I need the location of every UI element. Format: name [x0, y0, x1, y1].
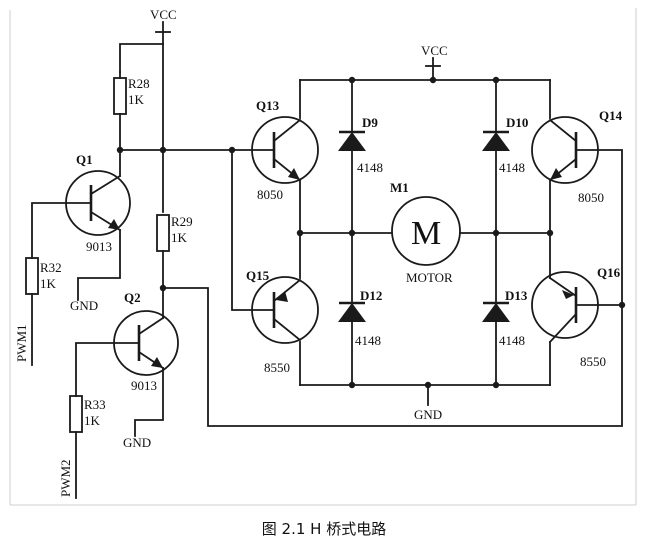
resistor-r29: R29 1K: [156, 214, 193, 289]
junction-top-vcc: [429, 76, 437, 84]
d12-ref: D12: [360, 288, 382, 303]
motor-symbol: M: [411, 215, 441, 252]
wire-vcc-r28: [119, 43, 164, 73]
q13-part: 8050: [257, 187, 283, 202]
transistor-q1: Q1 9013: [31, 149, 131, 301]
r33-ref: R33: [84, 397, 106, 412]
r32-ref: R32: [40, 260, 62, 275]
vcc-left-symbol: VCC: [150, 7, 177, 45]
junction-q14-q16-base: [618, 301, 626, 309]
q16-part: 8550: [580, 354, 606, 369]
r29-value: 1K: [171, 230, 188, 245]
wire-r29-to-q16: [162, 287, 623, 427]
q15-part: 8550: [264, 360, 290, 375]
diode-d9: D9 4148: [338, 79, 383, 234]
resistor-r28: R28 1K: [113, 71, 150, 151]
motor-m1: M M1 MOTOR: [390, 180, 461, 285]
resistor-r33: R33 1K: [69, 395, 106, 499]
motor-ref: M1: [390, 180, 409, 195]
d9-part: 4148: [357, 160, 383, 175]
gnd-q1-label: GND: [70, 298, 98, 313]
d10-ref: D10: [506, 115, 528, 130]
pwm1-label: PWM1: [14, 324, 29, 362]
q13-ref: Q13: [256, 98, 280, 113]
r33-value: 1K: [84, 413, 101, 428]
figure-caption: 图 2.1 H 桥式电路: [262, 520, 386, 538]
q2-ref: Q2: [124, 290, 141, 305]
diode-d13: D13 4148: [482, 232, 528, 386]
transistor-q16: Q16 8550: [531, 265, 623, 369]
r32-value: 1K: [40, 276, 57, 291]
gnd-bridge-label: GND: [414, 407, 442, 422]
transistor-q14: Q14 8050: [531, 108, 623, 306]
motor-label: MOTOR: [406, 270, 453, 285]
r28-value: 1K: [128, 92, 145, 107]
q1-part: 9013: [86, 239, 112, 254]
q1-ref: Q1: [76, 152, 93, 167]
junction-vcc-cross: [159, 146, 167, 154]
d10-part: 4148: [499, 160, 525, 175]
vcc-bridge-symbol: VCC: [421, 43, 448, 81]
transistor-q15: Q15 8550: [246, 268, 319, 375]
pwm2-label: PWM2: [58, 459, 73, 497]
d12-part: 4148: [355, 333, 381, 348]
d13-ref: D13: [505, 288, 528, 303]
diode-d12: D12 4148: [338, 232, 382, 386]
q15-ref: Q15: [246, 268, 270, 283]
q14-part: 8050: [578, 190, 604, 205]
q16-ref: Q16: [597, 265, 621, 280]
transistor-q13: Q13 8050: [231, 98, 319, 202]
vcc-left-label: VCC: [150, 7, 177, 22]
d13-part: 4148: [499, 333, 525, 348]
r28-ref: R28: [128, 76, 150, 91]
vcc-bridge-label: VCC: [421, 43, 448, 58]
q2-part: 9013: [131, 378, 157, 393]
wire-base-q13-q15: [231, 149, 275, 311]
q14-ref: Q14: [599, 108, 623, 123]
r29-ref: R29: [171, 214, 193, 229]
d9-ref: D9: [362, 115, 378, 130]
gnd-q2-label: GND: [123, 435, 151, 450]
transistor-q2: Q2 9013: [75, 287, 179, 437]
resistor-r32: R32 1K: [25, 257, 62, 366]
diode-d10: D10 4148: [482, 79, 528, 234]
